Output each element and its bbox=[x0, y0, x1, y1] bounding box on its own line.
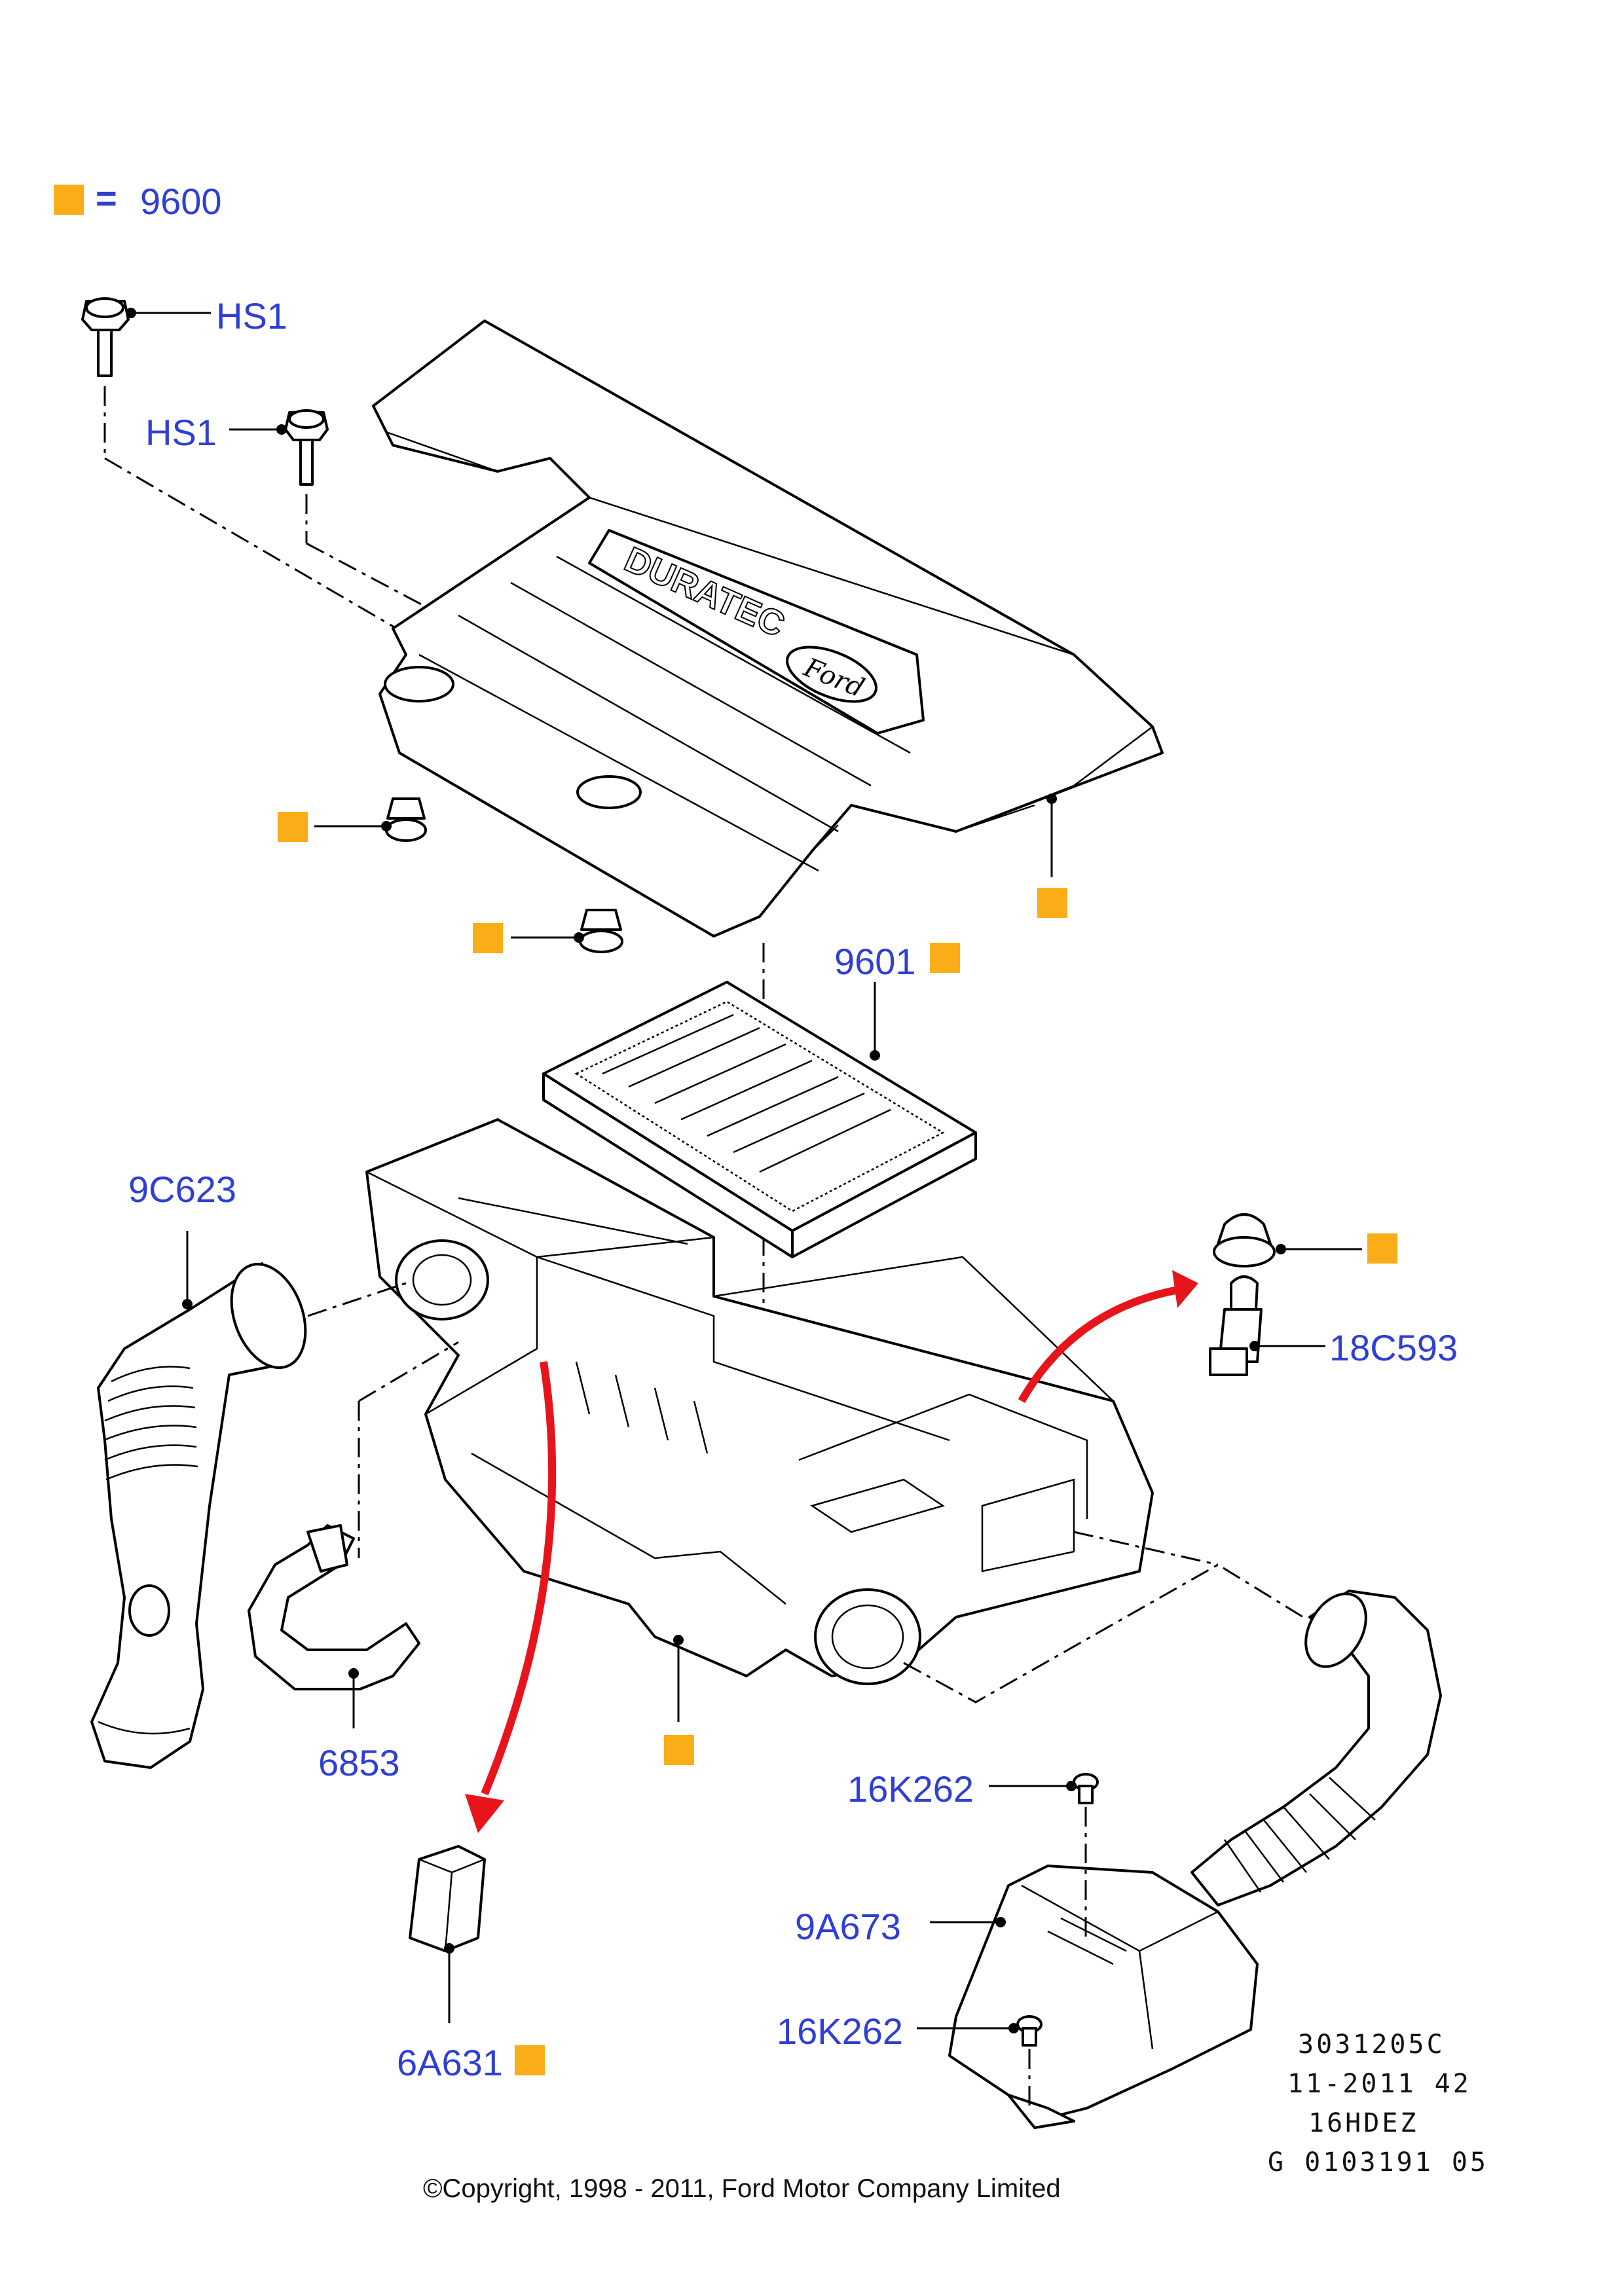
duct-bottom-label: 6A631 bbox=[397, 2042, 503, 2083]
arrow-to-duct-head bbox=[465, 1794, 504, 1833]
breather-hose bbox=[248, 1524, 420, 1690]
hs1-bolt-second bbox=[284, 409, 329, 486]
ref-line-1: 3031205C bbox=[1298, 2030, 1445, 2060]
legend-part-number: 9600 bbox=[140, 181, 222, 222]
legend-marker bbox=[54, 185, 84, 215]
air-filter-element bbox=[542, 981, 977, 1258]
arrow-to-sensor bbox=[1018, 1286, 1180, 1403]
resonator-box bbox=[948, 1865, 1259, 2129]
filter-label: 9601 bbox=[834, 941, 916, 982]
legend-equals: = bbox=[96, 177, 117, 219]
hose-label: 6853 bbox=[318, 1742, 400, 1783]
sensor-grommet-marker bbox=[1367, 1233, 1397, 1264]
air-duct-piece bbox=[409, 1845, 486, 1952]
housing-marker bbox=[664, 1735, 694, 1765]
screw-bottom-label: 16K262 bbox=[777, 2011, 903, 2052]
air-cleaner-housing bbox=[365, 1118, 1154, 1685]
hs1-bolt-top bbox=[81, 297, 130, 377]
arrow-to-duct bbox=[481, 1361, 557, 1796]
filter-marker bbox=[930, 943, 960, 973]
air-intake-duct bbox=[90, 1262, 307, 1769]
cover-rear-marker bbox=[1037, 888, 1067, 918]
duct-left-label: 9C623 bbox=[128, 1169, 236, 1210]
hs1-second-label: HS1 bbox=[145, 412, 217, 453]
duct-bottom-marker bbox=[515, 2045, 545, 2075]
screw-top-label: 16K262 bbox=[847, 1768, 974, 1810]
duct-inlet-alignment bbox=[307, 1282, 407, 1317]
housing-alignment-outlet bbox=[903, 1563, 1304, 1704]
ref-line-4: G 0103191 05 bbox=[1268, 2147, 1488, 2178]
grommet-center-marker bbox=[473, 923, 503, 953]
housing-leader-dot bbox=[673, 1635, 684, 1645]
screw-top bbox=[1073, 1773, 1099, 1804]
bolt-alignment-line-a bbox=[104, 457, 420, 643]
copyright: ©Copyright, 1998 - 2011, Ford Motor Comp… bbox=[423, 2174, 1061, 2203]
hose-alignment-b bbox=[358, 1341, 459, 1402]
grommet-left-leader-dot bbox=[381, 821, 392, 831]
screw-bottom bbox=[1016, 2015, 1043, 2047]
sensor-label: 18C593 bbox=[1329, 1327, 1458, 1368]
ford-oval-logo bbox=[786, 646, 877, 703]
intake-air-sensor bbox=[1209, 1275, 1263, 1376]
sensor-grommet bbox=[1213, 1213, 1276, 1267]
ref-line-3: 16HDEZ bbox=[1308, 2108, 1419, 2138]
cover-rear-leader-dot bbox=[1046, 793, 1057, 804]
ref-line-2: 11-2011 42 bbox=[1287, 2069, 1471, 2099]
arrow-to-sensor-head bbox=[1172, 1270, 1198, 1308]
cover-grommet-center bbox=[579, 909, 623, 953]
grommet-center-leader-dot bbox=[574, 932, 584, 943]
housing-alignment-outlet-b bbox=[1073, 1531, 1219, 1566]
hs1-top-label: HS1 bbox=[216, 295, 287, 337]
resonator-label: 9A673 bbox=[795, 1906, 901, 1947]
resonator-intake-hose bbox=[1190, 1590, 1442, 1906]
cover-grommet-left bbox=[385, 797, 427, 842]
grommet-left-marker bbox=[278, 812, 308, 842]
